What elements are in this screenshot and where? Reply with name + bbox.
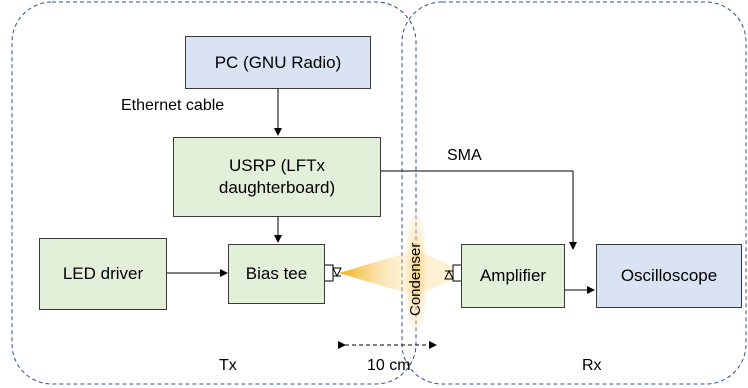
distance-label: 10 cm (367, 357, 411, 374)
pc-label: PC (GNU Radio) (214, 52, 342, 72)
condenser-lens (405, 213, 427, 333)
led-symbol (325, 264, 342, 282)
tx-label: Tx (219, 357, 237, 374)
amplifier-label: Amplifier (479, 266, 547, 285)
light-beam (339, 250, 416, 296)
condenser-label: Condenser (407, 242, 424, 316)
led-driver-block: LED driver (39, 238, 167, 310)
sma-label: SMA (447, 147, 482, 164)
rx-region (401, 1, 747, 385)
ethernet-label: Ethernet cable (121, 97, 225, 114)
bias-tee-block: Bias tee (228, 244, 325, 304)
tx-region (11, 1, 417, 385)
photodiode-symbol (444, 264, 461, 282)
led-driver-label: LED driver (62, 264, 144, 283)
usrp-block: USRP (LFTx daughterboard) (173, 137, 381, 217)
usrp-label-line1: USRP (LFTx (228, 156, 326, 175)
amplifier-block: Amplifier (461, 244, 565, 308)
bias-tee-label: Bias tee (245, 264, 308, 283)
rx-label: Rx (582, 357, 602, 374)
usrp-label-line2: daughterboard) (218, 178, 336, 197)
sma-line (381, 170, 577, 250)
pc-block: PC (GNU Radio) (185, 36, 371, 89)
oscilloscope-block: Oscilloscope (596, 244, 742, 308)
oscilloscope-label: Oscilloscope (620, 266, 718, 285)
